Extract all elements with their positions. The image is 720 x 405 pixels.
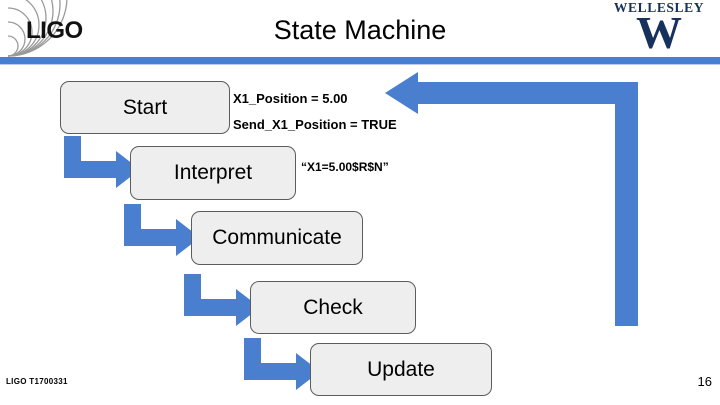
ligo-wordmark: LIGO [26,17,83,44]
elbow-arrow-interpret-to-communicate [122,204,202,260]
state-box-check-label: Check [303,295,363,319]
wellesley-logo: WELLESLEY W [604,0,714,57]
feedback-arrow [370,64,650,334]
state-box-communicate-label: Communicate [212,226,342,249]
header-accent-bar [0,57,720,64]
elbow-arrow-icon [244,338,320,390]
state-box-interpret-label: Interpret [173,161,253,184]
state-box-check[interactable]: Check [250,281,416,334]
elbow-arrow-icon [124,204,200,256]
footer-page-number: 16 [697,374,712,389]
ligo-logo: LIGO [2,0,122,57]
annotation-start-send-flag: Send_X1_Position = TRUE [233,117,397,132]
annotation-interpret-message: “X1=5.00$R$N” [301,160,389,174]
header-thin-rule [0,64,720,65]
state-box-communicate[interactable]: Communicate [191,211,363,265]
state-box-update-label: Update [367,357,435,381]
state-box-start-label: Start [122,95,168,119]
feedback-arrow-icon [385,72,638,326]
elbow-arrow-check-to-update [242,338,322,394]
state-box-start[interactable]: Start [60,81,230,134]
elbow-arrow-communicate-to-check [182,274,262,330]
ligo-arcs-icon [7,0,68,57]
state-box-interpret[interactable]: Interpret [130,146,296,200]
footer-document-number: LIGO T1700331 [6,377,68,386]
wellesley-monogram: W [636,7,682,58]
elbow-arrow-icon [64,136,140,188]
page-title: State Machine [273,15,447,45]
elbow-arrow-icon [184,274,260,326]
annotation-start-position: X1_Position = 5.00 [233,91,348,106]
wellesley-wordmark: WELLESLEY [613,0,705,15]
state-box-update[interactable]: Update [310,343,492,396]
elbow-arrow-start-to-interpret [62,136,142,192]
